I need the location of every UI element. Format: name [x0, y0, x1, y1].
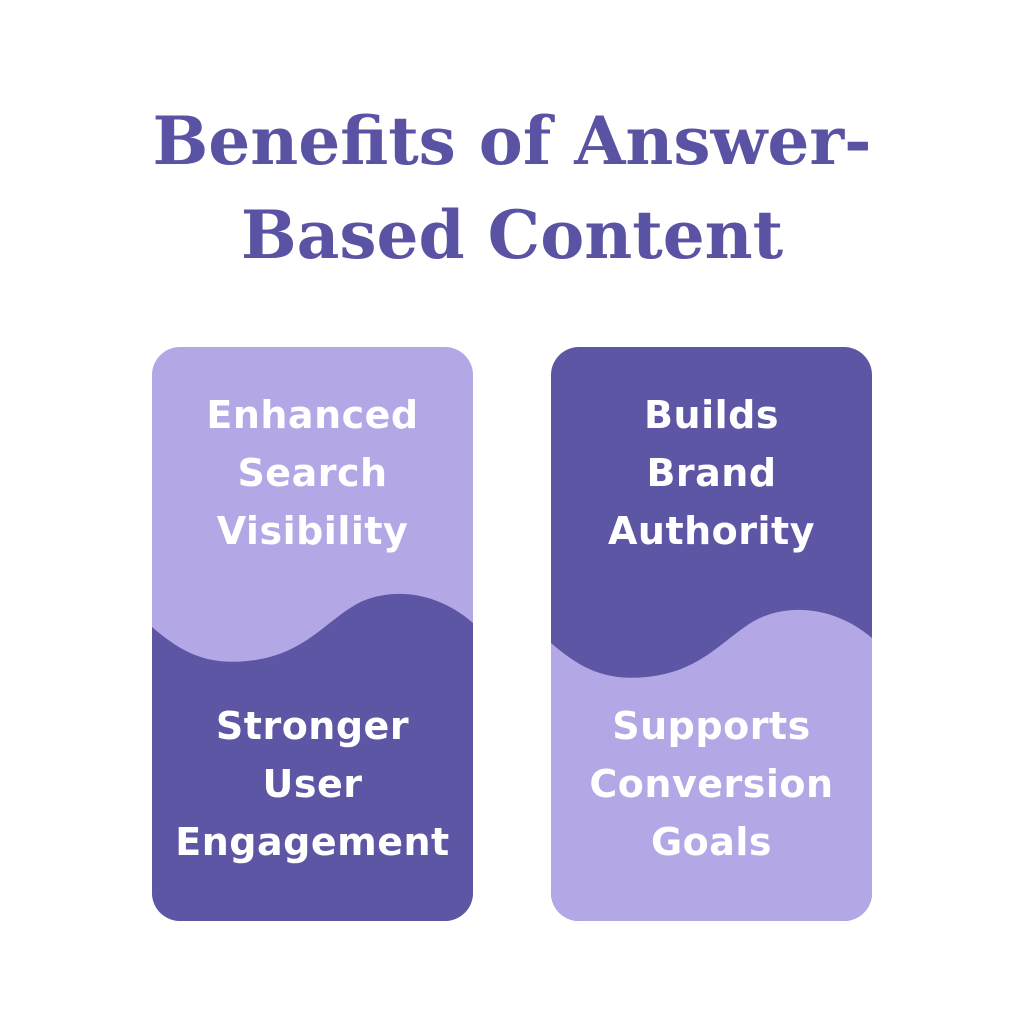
benefit-line: Enhanced [206, 393, 419, 437]
benefit-line: Search [237, 451, 388, 495]
benefit-line: Supports [612, 704, 811, 748]
page-title: Benefits of Answer- Based Content [0, 94, 1024, 282]
card2-top-benefit: Builds Brand Authority [551, 347, 872, 599]
card2-bottom-benefit: Supports Conversion Goals [551, 704, 872, 864]
card1-top-benefit: Enhanced Search Visibility [152, 347, 473, 599]
benefit-line: Engagement [175, 820, 450, 864]
benefit-line: Goals [650, 820, 773, 864]
benefit-line: User [262, 762, 363, 806]
page-title-line-1: Benefits of Answer- [152, 102, 872, 180]
card1-bottom-benefit: Stronger User Engagement [152, 704, 473, 864]
page-title-line-2: Based Content [240, 196, 784, 274]
benefit-line: Visibility [216, 509, 409, 553]
wave-divider [152, 593, 473, 921]
benefit-line: Conversion [589, 762, 834, 806]
wave-divider [551, 609, 872, 921]
benefit-line: Stronger [215, 704, 410, 748]
benefit-line: Brand [646, 451, 777, 495]
card-enhanced-search-visibility: Enhanced Search Visibility Stronger User… [152, 347, 473, 921]
card-builds-brand-authority: Builds Brand Authority Supports Conversi… [551, 347, 872, 921]
benefit-line: Builds [644, 393, 779, 437]
benefit-cards-row: Enhanced Search Visibility Stronger User… [152, 347, 872, 921]
benefit-line: Authority [608, 509, 815, 553]
